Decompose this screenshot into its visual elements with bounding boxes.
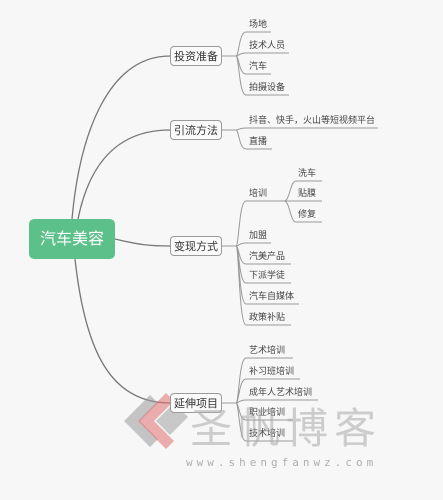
leaf-car-self-media[interactable]: 汽车自媒体 (249, 292, 295, 302)
edge-monetize-leaf-0 (235, 200, 284, 247)
leaf-technical-training[interactable]: 技术培训 (249, 429, 286, 439)
edge-root-traffic (77, 129, 171, 220)
watermark-url: www.shengfanwz.com (186, 456, 378, 469)
edge-monetize-leaf-5 (235, 245, 291, 326)
edge-invest-leaf-1 (235, 52, 289, 57)
edge-invest-leaf-0 (235, 31, 271, 57)
edges (71, 31, 378, 442)
leaf-livestream[interactable]: 直播 (249, 137, 268, 147)
edge-root-monetize (114, 238, 171, 247)
edge-extension-leaf-2 (235, 399, 318, 404)
edge-traffic-leaf-1 (235, 129, 272, 150)
edge-extension-leaf-1 (235, 378, 300, 404)
edge-training-repair (283, 200, 322, 223)
root-node[interactable]: 汽车美容 (29, 219, 115, 259)
leaf-short-video-platforms[interactable]: 抖音、快手，火山等短视频平台 (249, 116, 376, 126)
edge-invest-leaf-3 (235, 55, 289, 96)
branch-monetization[interactable]: 变现方式 (170, 236, 222, 256)
edge-training-wash (283, 180, 322, 202)
leaf-apprentices[interactable]: 下派学徒 (249, 271, 286, 281)
leaf-car-care-products[interactable]: 汽美产品 (249, 252, 286, 262)
leaf-car[interactable]: 汽车 (249, 62, 268, 72)
leaf-camera-gear[interactable]: 拍摄设备 (249, 83, 286, 93)
leaf-vocational-training[interactable]: 职业培训 (249, 408, 286, 418)
edge-traffic-leaf-0 (235, 127, 378, 131)
branch-invest-prep[interactable]: 投资准备 (170, 46, 222, 66)
leaf-franchise[interactable]: 加盟 (249, 231, 268, 241)
edge-monetize-leaf-1 (235, 242, 271, 247)
leaf-repair[interactable]: 修复 (298, 210, 317, 220)
leaf-film-wrap[interactable]: 贴膜 (298, 189, 317, 199)
leaf-training[interactable]: 培训 (249, 189, 268, 199)
edge-root-extension (74, 258, 171, 404)
leaf-venue[interactable]: 场地 (249, 20, 268, 30)
branch-traffic-methods[interactable]: 引流方法 (170, 120, 222, 140)
leaf-tutoring[interactable]: 补习班培训 (249, 367, 295, 377)
leaf-car-wash[interactable]: 洗车 (298, 169, 317, 179)
leaf-policy-subsidy[interactable]: 政策补贴 (249, 313, 286, 323)
branch-extension-projects[interactable]: 延伸项目 (170, 393, 222, 413)
leaf-adult-art-training[interactable]: 成年人艺术培训 (249, 388, 313, 398)
leaf-technicians[interactable]: 技术人员 (249, 41, 286, 51)
edge-root-invest (71, 55, 171, 220)
watermark-text: 圣帆博客 (190, 404, 383, 453)
leaf-art-training[interactable]: 艺术培训 (249, 346, 286, 356)
edge-extension-leaf-4 (235, 402, 293, 442)
